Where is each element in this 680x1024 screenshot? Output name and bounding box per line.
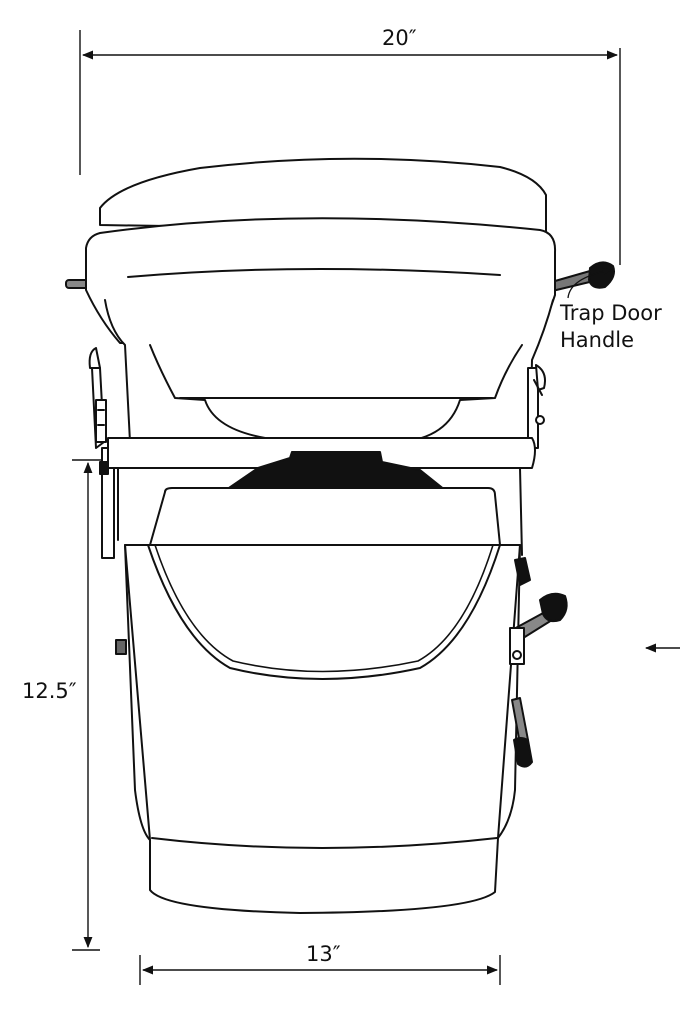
right-latch	[527, 364, 546, 449]
toilet-lid	[99, 157, 547, 233]
trap-door-handle-icon	[547, 261, 615, 293]
toilet-drawing	[65, 157, 615, 914]
bottom-width-label: 13″	[306, 942, 341, 966]
bucket-right-side	[497, 544, 521, 839]
callout-line-2: Handle	[560, 328, 635, 352]
bucket-left-side	[124, 544, 151, 841]
trap-door-handle-callout: Trap Door Handle	[560, 300, 662, 354]
lower-body-outline	[117, 467, 523, 556]
top-width-label: 20″	[382, 26, 417, 50]
toilet-bowl	[104, 299, 554, 443]
side-height-label: 12.5″	[22, 679, 77, 703]
dimension-lines	[72, 30, 680, 985]
agitator-crank-icon	[509, 557, 568, 768]
callout-line-1: Trap Door	[560, 301, 662, 325]
bucket-rim-inner	[154, 544, 494, 673]
bucket-rim	[147, 544, 501, 680]
seat-inner-line	[127, 267, 501, 278]
bucket-base-line	[151, 837, 498, 849]
left-latch	[88, 347, 127, 655]
waste-bucket	[124, 544, 521, 914]
inner-container	[149, 487, 501, 546]
